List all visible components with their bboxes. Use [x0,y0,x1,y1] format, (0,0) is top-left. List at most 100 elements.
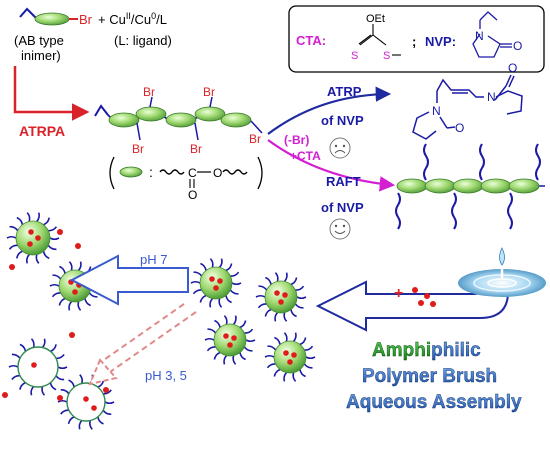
corona-chain [294,303,304,309]
corona-chain [303,363,313,369]
title-philic: philic [431,340,481,361]
cargo-dot [213,285,219,291]
corona-chain [49,283,60,287]
dimer-nitrogen-2: N [487,90,496,104]
corona-chain [266,363,276,369]
corona-chain [206,346,216,352]
cargo-dot [274,290,280,296]
corona-chain [258,285,268,291]
brush-br-bottom-1: Br [132,142,144,156]
nvp-nitrogen: N [475,29,484,43]
nvp-dimer-structure: N O N O [412,61,523,140]
free-cargo-dot [9,264,15,270]
free-cargo-dot [2,392,8,398]
corona-chain [11,374,21,381]
repeat-unit-colon: : [149,164,153,180]
corona-chain [68,379,75,388]
loaded-micelle [204,315,256,365]
corona-chain [51,292,61,298]
corona-chain [213,351,221,360]
corona-chain [57,399,68,403]
hyperbranched-backbone: Br Br Br Br Br [94,85,263,156]
corona-chain [77,261,82,271]
cargo-dot [287,359,293,365]
atrp-arrow: ATRP of NVP [267,84,392,159]
ph7-label: pH 7 [140,252,167,267]
corona-chain [290,277,298,286]
corona-chain [218,298,223,308]
cargo-dot [72,289,78,295]
cargo-dot [283,350,289,356]
title-block: Amphiphilic Polymer Brush Aqueous Assemb… [346,340,522,413]
corona-chain [283,372,288,382]
corona-chain [49,382,57,391]
repeat-unit-legend: : C O O [109,156,263,202]
catalyst-ligand: /L [156,12,167,27]
corona-chain [193,271,203,277]
cta-label: CTA: [296,33,326,48]
cargo-dot [223,333,229,339]
corona-chain [204,337,215,341]
released-micelle [6,212,60,264]
corona-chain [223,355,228,365]
corona-chain [43,217,50,226]
corona-chain [229,289,239,295]
amphiphilic-brush-product [395,143,545,230]
loaded-micelle [264,332,316,382]
corona-chain [232,315,237,325]
corona-chain [190,280,201,284]
corona-chain [26,212,31,222]
cta-sulfur-thioether: S [383,50,390,62]
dimer-oxygen-1: O [455,121,464,135]
cargo-dot [278,299,284,305]
corona-chain [77,301,82,311]
brush-br-bottom-2: Br [190,142,202,156]
brush-br-end: Br [249,132,261,146]
corona-chain [243,346,253,352]
corona-chain [9,225,19,232]
inimer-label-line2: inimer) [21,48,61,63]
title-amphi: Amphi [372,340,431,361]
cargo-dot [91,405,97,411]
brush-br-top-1: Br [143,85,155,99]
catalyst-cu-mid: /Cu [131,12,151,27]
corona-chain [292,372,297,382]
micelle-core [213,323,247,357]
cargo-dot [35,235,41,241]
corona-chain [30,338,35,348]
corona-chain [264,308,272,317]
corona-chain [274,312,279,322]
nvp-label: NVP: [425,34,456,49]
micelle-core [15,220,51,256]
inimer-label-line1: (AB type [14,33,64,48]
corona-chain [295,285,305,291]
corona-chain [68,261,73,271]
corona-chain [265,276,272,285]
corona-chain [209,298,214,308]
atrpa-label: ATRPA [19,123,65,139]
corona-chain [16,250,23,259]
corona-chain [48,226,58,232]
corona-chain [200,262,207,271]
corona-chain [305,356,316,360]
free-cargo-dot [75,243,81,249]
corona-chain [273,368,281,377]
corona-chain [239,352,246,361]
corona-chain [47,244,57,251]
corona-chain [11,353,21,359]
corona-chain [232,355,237,365]
corona-chain [244,328,254,334]
plus-cargo-label: + [394,285,403,302]
smile-face-icon [329,218,351,240]
corona-chain [245,339,256,343]
corona-chain [16,216,24,225]
corona-chain [60,389,70,395]
vinyl-bond [19,7,37,19]
corona-chain [274,336,281,345]
corona-chain [8,244,18,250]
corona-chain [192,289,202,295]
corona-chain [30,385,35,396]
corona-chain [60,409,69,415]
corona-chain [55,375,65,381]
corona-chain [209,258,214,268]
